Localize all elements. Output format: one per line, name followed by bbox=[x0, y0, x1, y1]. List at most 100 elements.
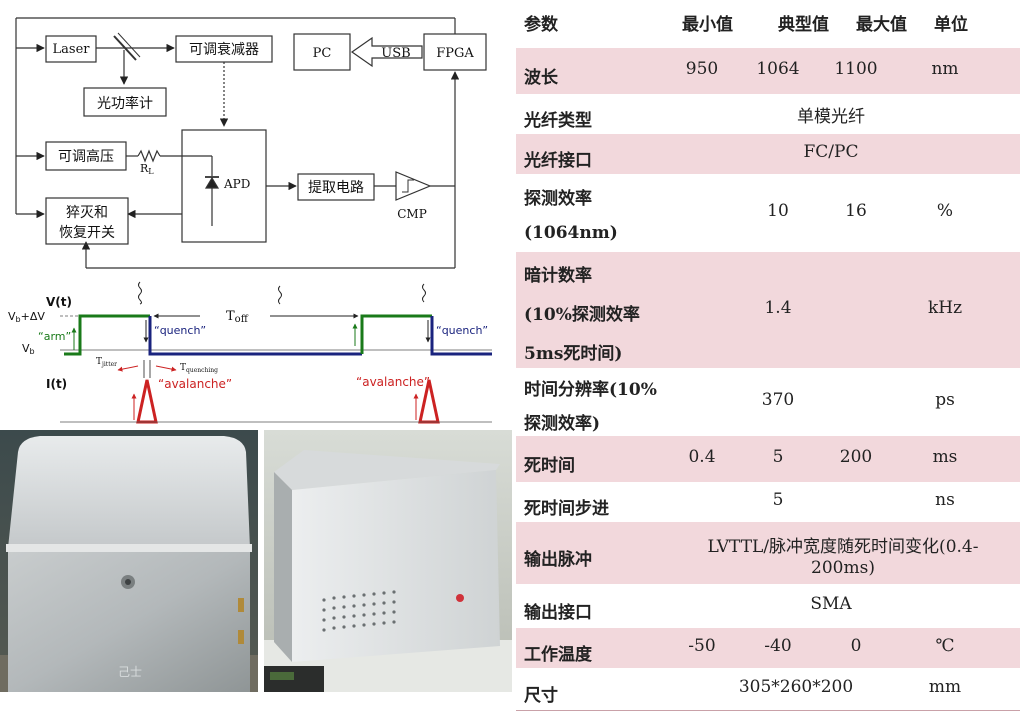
span-value: 200ms) bbox=[811, 558, 875, 578]
max-value: 16 bbox=[845, 201, 867, 221]
pc-label: PC bbox=[313, 46, 332, 61]
typ-value: 5 bbox=[772, 447, 784, 467]
param-label: 5ms死时间) bbox=[524, 344, 623, 364]
vb-sub: b bbox=[30, 347, 35, 356]
toff-label: T bbox=[226, 309, 235, 324]
min-value: 950 bbox=[685, 59, 719, 79]
resistor-sub: L bbox=[148, 167, 154, 176]
table-row: 参数 最小值 典型值 最大值 单位 bbox=[516, 0, 1020, 50]
max-value: 0 bbox=[850, 636, 862, 656]
svg-text:Tquenching: Tquenching bbox=[180, 363, 218, 374]
span-value: FC/PC bbox=[803, 142, 859, 162]
fpga-label: FPGA bbox=[436, 46, 474, 61]
device-side-photo bbox=[264, 430, 512, 692]
unit-value: ns bbox=[935, 490, 955, 510]
high-voltage-label: 可调高压 bbox=[58, 148, 114, 165]
tquenching-label: T bbox=[180, 363, 186, 373]
arm-label: “arm” bbox=[38, 330, 71, 343]
unit-value: % bbox=[936, 201, 954, 221]
typ-value: 5 bbox=[772, 490, 784, 510]
typ-value: 10 bbox=[767, 201, 789, 221]
power-meter-label: 光功率计 bbox=[97, 95, 153, 112]
param-label: 探测效率) bbox=[524, 414, 601, 434]
svg-text:Toff: Toff bbox=[226, 309, 249, 325]
table-row: 暗计数率 (10%探测效率 5ms死时间) 1.4 kHz bbox=[516, 252, 1020, 369]
param-label: (1064nm) bbox=[524, 223, 618, 243]
param-label: 输出脉冲 bbox=[524, 550, 592, 570]
table-header-cell: 单位 bbox=[934, 15, 968, 35]
vb-dv-sub: b bbox=[16, 315, 21, 324]
param-label: 死时间步进 bbox=[524, 499, 609, 519]
avalanche2-label: “avalanche” bbox=[356, 375, 430, 389]
quench1-label: “quench” bbox=[154, 324, 206, 337]
unit-value: ℃ bbox=[935, 636, 955, 656]
avalanche1-label: “avalanche” bbox=[158, 377, 232, 391]
param-label: 波长 bbox=[524, 68, 558, 88]
unit-value: mm bbox=[928, 677, 962, 697]
min-value: 0.4 bbox=[688, 447, 716, 467]
min-value: -50 bbox=[688, 636, 716, 656]
tjitter-sub: jitter bbox=[101, 361, 117, 368]
max-value: 200 bbox=[839, 447, 873, 467]
it-label: I(t) bbox=[46, 377, 67, 391]
resistor-label: R bbox=[140, 162, 149, 175]
attenuator-label: 可调衰减器 bbox=[189, 41, 259, 58]
max-value: 1100 bbox=[834, 59, 878, 79]
param-label: 时间分辨率(10% bbox=[524, 380, 657, 400]
device-front-label: 己士 bbox=[118, 665, 142, 679]
param-label: 光纤接口 bbox=[524, 151, 592, 171]
param-label: (10%探测效率 bbox=[524, 305, 640, 325]
table-row: 光纤接口 FC/PC bbox=[516, 134, 1020, 175]
unit-value: kHz bbox=[927, 298, 963, 318]
tquenching-sub: quenching bbox=[186, 367, 218, 374]
param-label: 尺寸 bbox=[524, 686, 558, 706]
cmp-label: CMP bbox=[397, 207, 427, 221]
svg-text:Vb: Vb bbox=[22, 342, 35, 356]
usb-label: USB bbox=[381, 46, 410, 61]
svg-text:Vb+ΔV: Vb+ΔV bbox=[8, 310, 45, 324]
span-value: 单模光纤 bbox=[797, 107, 865, 127]
unit-value: ps bbox=[935, 390, 955, 410]
table-header-cell: 参数 bbox=[524, 15, 558, 35]
vb-dv-tail: +ΔV bbox=[21, 310, 46, 323]
typ-value: 1.4 bbox=[764, 298, 792, 318]
vb-label: V bbox=[22, 342, 30, 355]
table-header-cell: 最大值 bbox=[856, 15, 907, 35]
tjitter-label: T bbox=[96, 357, 102, 367]
toff-sub: off bbox=[235, 314, 249, 325]
laser-label: Laser bbox=[53, 42, 91, 57]
vt-label: V(t) bbox=[46, 295, 72, 309]
param-label: 暗计数率 bbox=[524, 266, 592, 286]
apd-label: APD bbox=[223, 177, 250, 191]
extract-label: 提取电路 bbox=[308, 180, 364, 196]
typ-value: -40 bbox=[764, 636, 792, 656]
unit-value: nm bbox=[931, 59, 959, 79]
vb-dv-label: V bbox=[8, 310, 16, 323]
table-header-cell: 最小值 bbox=[682, 15, 733, 35]
table-header-cell: 典型值 bbox=[778, 15, 829, 35]
table-row: 尺寸 mm 305*260*200 bbox=[516, 668, 1020, 711]
typ-value: 370 bbox=[761, 390, 795, 410]
quench-label-1: 猝灭和 bbox=[66, 205, 108, 221]
span-value: SMA bbox=[810, 594, 852, 614]
left-panel: Laser 可调衰减器 光功率计 PC USB FPGA 可调高压 RL APD… bbox=[0, 17, 512, 692]
svg-text:Tjitter: Tjitter bbox=[96, 357, 117, 368]
param-label: 死时间 bbox=[524, 456, 575, 476]
device-front-photo: 己士 bbox=[0, 430, 258, 692]
quench2-label: “quench” bbox=[436, 324, 488, 337]
table-row: 光纤类型单模光纤 bbox=[516, 94, 1020, 135]
quench-label-2: 恢复开关 bbox=[59, 224, 115, 241]
param-label: 输出接口 bbox=[524, 603, 592, 623]
table-row: 输出接口 SMA bbox=[516, 584, 1020, 629]
table-row: 死时间步进 5 ns bbox=[516, 482, 1020, 523]
block-diagram: Laser 可调衰减器 光功率计 PC USB FPGA 可调高压 RL APD… bbox=[15, 17, 487, 269]
table-row: 时间分辨率(10% 探测效率) 370 ps bbox=[516, 368, 1020, 437]
span-value: 305*260*200 bbox=[738, 677, 854, 697]
param-label: 工作温度 bbox=[524, 645, 592, 665]
table-row: 工作温度 -50 -40 0 ℃ bbox=[516, 628, 1020, 669]
